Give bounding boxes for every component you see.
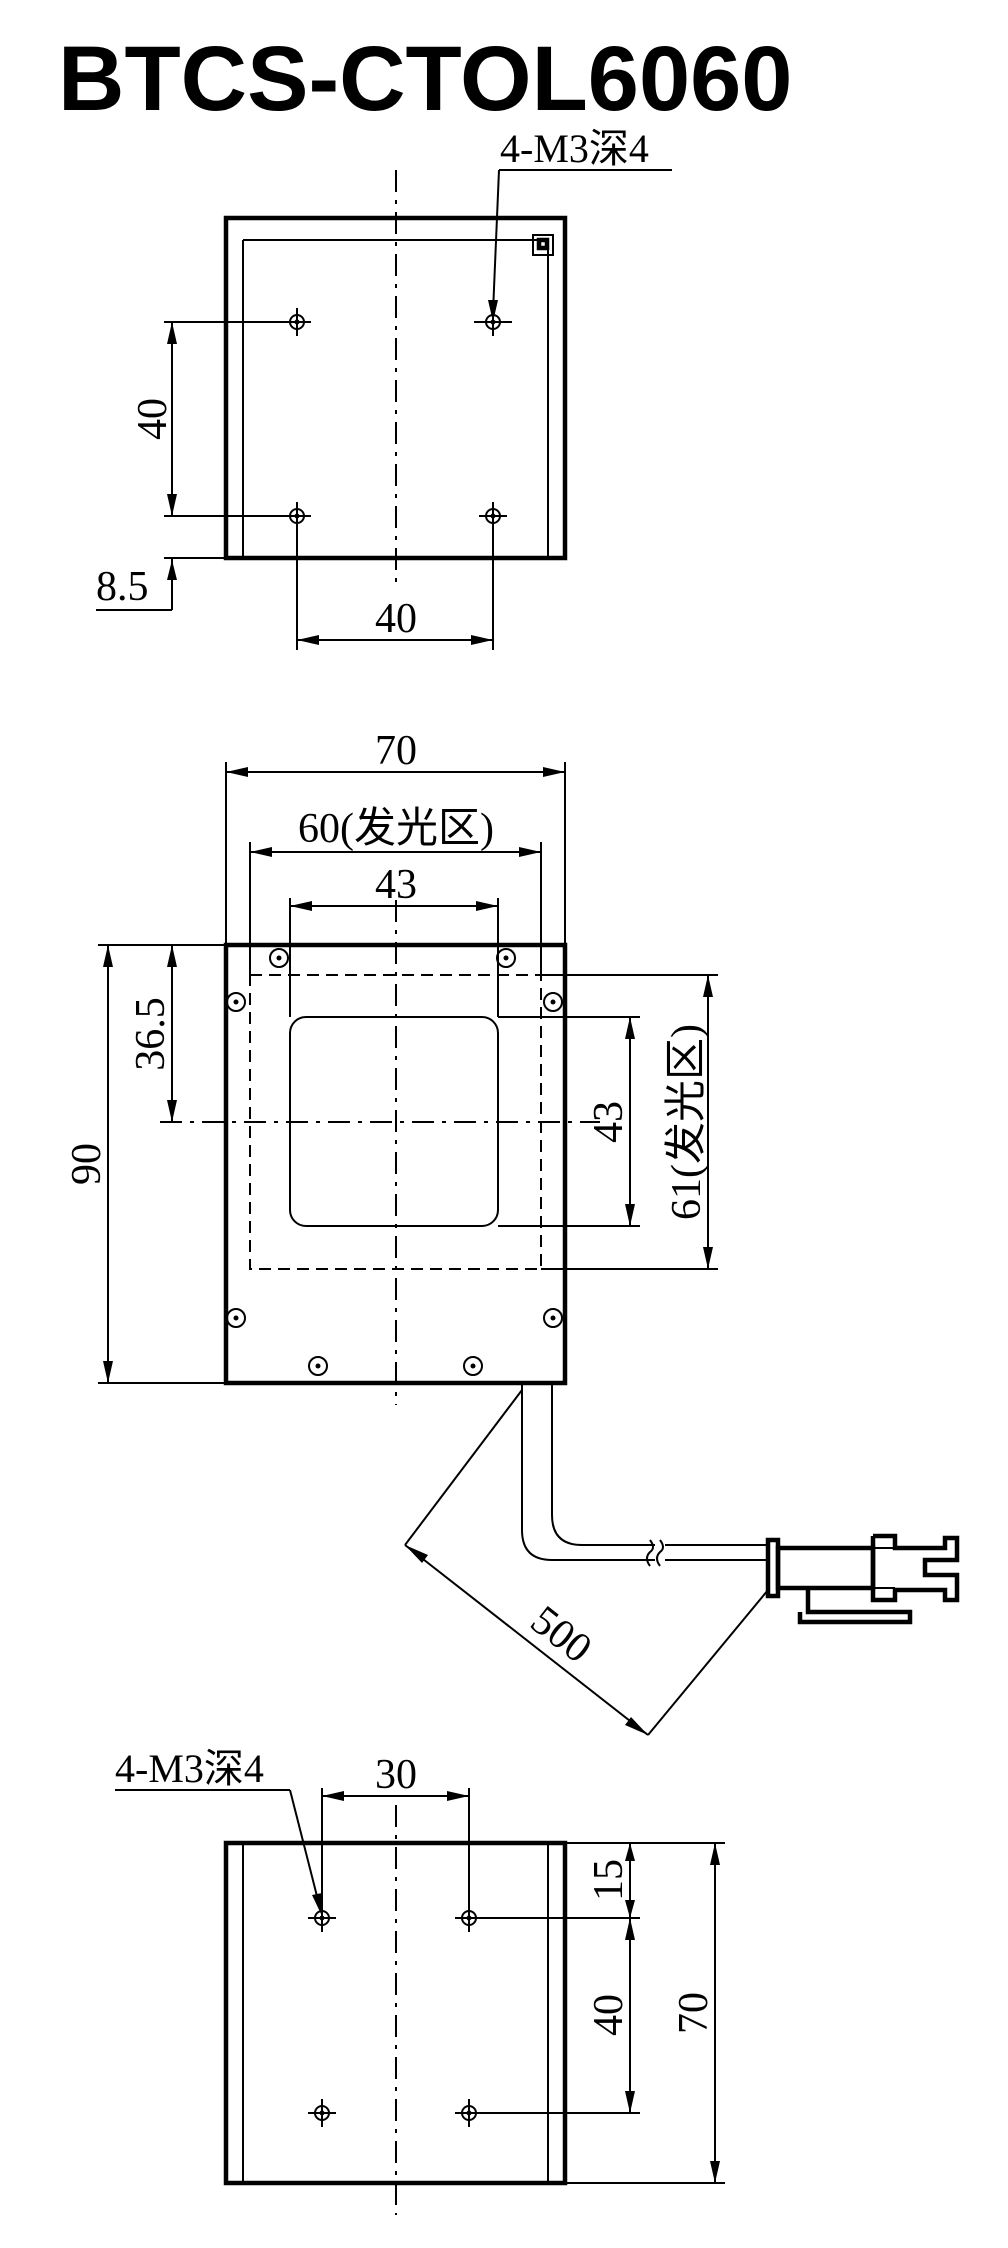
- front-view-dim-window-width: 43: [375, 862, 417, 908]
- dim-arrow: [625, 1017, 635, 1039]
- top-view-note-leader: [492, 169, 500, 313]
- dim-arrow: [543, 767, 565, 777]
- dim-arrow: [167, 560, 177, 580]
- dim-arrow: [703, 1247, 713, 1269]
- front-view-dim-center-offset: 36.5: [128, 997, 174, 1071]
- cable-break-mark: [656, 1539, 664, 1567]
- front-view-mounting-hole: [496, 948, 516, 968]
- bottom-view-dim-height: 70: [671, 1992, 717, 2034]
- dim-arrow: [625, 1843, 635, 1861]
- front-view-mounting-hole: [308, 1356, 328, 1376]
- dim-arrow: [322, 1791, 344, 1801]
- top-view-dim-vertical: 40: [130, 398, 176, 440]
- front-view-dim-cable-length: 500: [522, 1597, 600, 1672]
- bottom-view-dim-hole-spacing-y: 40: [586, 1994, 632, 2036]
- bottom-view-hole: [455, 1904, 483, 1932]
- bottom-view-hole-note: 4-M3深4: [115, 1746, 264, 1791]
- front-view-ext-line: [647, 1589, 769, 1736]
- dim-arrow: [625, 2091, 635, 2113]
- bottom-view-hole: [455, 2099, 483, 2127]
- dim-arrow: [625, 1918, 635, 1940]
- dim-arrow: [519, 847, 541, 857]
- dim-arrow: [476, 901, 498, 911]
- cable-edge-outer: [521, 1383, 655, 1561]
- bottom-view-note-leader: [289, 1789, 321, 1909]
- dim-arrow: [297, 635, 319, 645]
- drawing-title: BTCS-CTOL6060: [58, 28, 792, 130]
- dim-arrow: [405, 1545, 428, 1563]
- bottom-view: 4-M3深4 30 15 40 70: [115, 1746, 725, 2215]
- bottom-view-hole: [308, 2099, 336, 2127]
- front-view-dim-height: 90: [64, 1143, 110, 1185]
- top-view-corner-notch-inner: [536, 237, 550, 251]
- front-view-mounting-hole: [463, 1356, 483, 1376]
- front-view-mounting-hole: [543, 1308, 563, 1328]
- top-view-dim-horizontal: 40: [375, 596, 417, 642]
- dim-arrow: [290, 901, 312, 911]
- bottom-view-dim-top-offset: 15: [586, 1859, 632, 1901]
- dim-arrow: [226, 767, 248, 777]
- front-view-mounting-hole: [226, 992, 246, 1012]
- top-view: 4-M3深4 40 40 8.5: [96, 126, 672, 650]
- front-view-dim-line-cable: [404, 1544, 649, 1736]
- front-view-dim-width: 70: [375, 728, 417, 774]
- dim-arrow: [710, 2161, 720, 2183]
- front-view-mounting-hole: [269, 948, 289, 968]
- dim-arrow: [103, 945, 113, 967]
- dim-arrow: [167, 322, 177, 344]
- dim-arrow: [447, 1791, 469, 1801]
- cable-break-mark: [646, 1539, 654, 1567]
- front-view-mounting-hole: [226, 1308, 246, 1328]
- top-view-note-arrow: [488, 300, 498, 322]
- bottom-view-note-arrow: [312, 1893, 322, 1916]
- dim-arrow: [703, 975, 713, 997]
- dim-arrow: [471, 635, 493, 645]
- front-view-dim-window-height: 43: [586, 1101, 632, 1143]
- front-view-mounting-hole: [543, 992, 563, 1012]
- dim-arrow: [625, 1900, 635, 1918]
- cable-connector: [765, 1533, 960, 1625]
- top-view-dim-offset: 8.5: [96, 564, 149, 610]
- cable-edge-inner: [551, 1383, 655, 1546]
- front-view-dim-emitting-width: 60(发光区): [298, 806, 494, 852]
- top-view-hole-note: 4-M3深4: [500, 126, 649, 171]
- front-view-ext-line: [404, 1389, 523, 1546]
- top-view-corner-notch: [532, 234, 554, 256]
- dim-arrow: [167, 494, 177, 516]
- dim-arrow: [250, 847, 272, 857]
- dim-arrow: [167, 1100, 177, 1122]
- front-view-dim-emitting-height: 61(发光区): [664, 1024, 710, 1220]
- dim-arrow: [625, 1204, 635, 1226]
- bottom-view-dim-hole-spacing-x: 30: [375, 1752, 417, 1798]
- dim-arrow: [103, 1361, 113, 1383]
- dim-arrow: [625, 1717, 648, 1735]
- top-view-hole: [479, 502, 507, 530]
- dim-arrow: [167, 945, 177, 967]
- front-view: 70 60(发光区) 43 90 36.5 43: [64, 728, 960, 1736]
- dim-arrow: [710, 1843, 720, 1865]
